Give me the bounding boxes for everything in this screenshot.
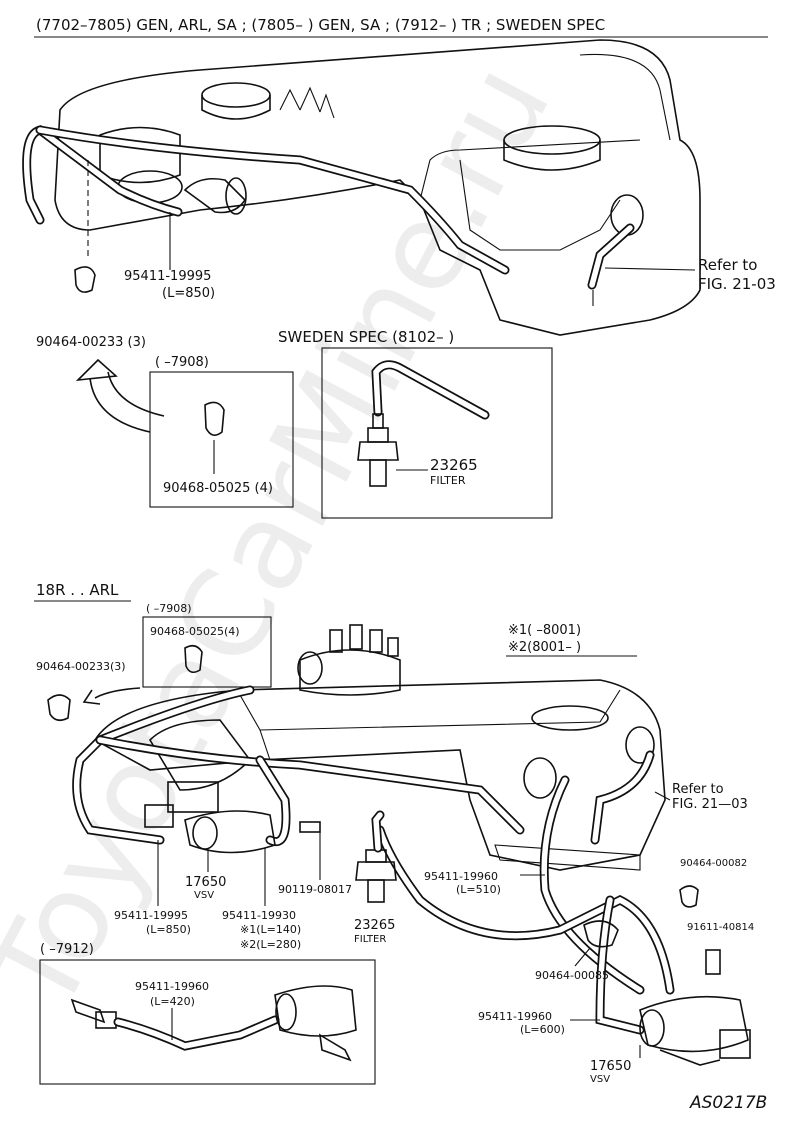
filter-part-bottom: 23265 [354,918,395,933]
box2-hose-length: (L=420) [150,995,195,1008]
hose2-part-label: 95411-19930 [222,909,296,922]
clip-illustration-1 [204,401,225,436]
hose1-length-label: (L=850) [146,923,191,936]
vsv-part-label: 17650 [185,875,226,890]
box-range-bottom: ( –7908) [146,602,192,615]
filter-label-bottom: FILTER [354,934,386,945]
sweden-title: SWEDEN SPEC (8102– ) [278,328,454,346]
bottom-engine-illustration [72,624,751,1066]
clip3-part-label: 90464-00085 [535,969,609,982]
box-part-bottom: 90468-05025(4) [150,625,240,638]
hose2-length-1: ※1(L=140) [240,923,301,936]
sweden-filter-label: FILTER [430,474,466,487]
box1-range: ( –7908) [155,355,209,370]
note-1: ※1( –8001) [508,623,581,638]
box2-illustration [70,985,357,1062]
hose3-length-label: (L=510) [456,883,501,896]
clip2-part-label: 90464-00082 [680,858,747,869]
hose4-part-label: 95411-19960 [478,1010,552,1023]
vsv-label: VSV [194,890,214,901]
clip-part-label: 90464-00233 (3) [36,335,146,350]
header-applicability: (7702–7805) GEN, ARL, SA ; (7805– ) GEN,… [36,16,605,34]
refer-figure-top: FIG. 21-03 [698,275,776,293]
section-title-18r: 18R . . ARL [36,581,119,599]
bolt2-part-label: 90119-08017 [278,883,352,896]
sweden-filter-part: 23265 [430,456,478,474]
hose4-length-label: (L=600) [520,1023,565,1036]
clip-part-bottom: 90464-00233(3) [36,660,126,673]
sweden-frame [321,347,553,519]
box2-range: ( –7912) [40,942,94,957]
hose1-part-label: 95411-19995 [114,909,188,922]
box2-hose-part: 95411-19960 [135,980,209,993]
vsv2-label: VSV [590,1074,610,1085]
clip-illustration-2 [184,644,203,674]
arrow-to-clip [94,687,141,699]
refer-text-top: Refer to [698,256,757,274]
figure-code: AS0217B [689,1093,767,1113]
top-engine-illustration [22,39,701,433]
hose3-part-label: 95411-19960 [424,870,498,883]
hose-length-label: (L=850) [162,286,215,301]
note-2: ※2(8001– ) [508,640,581,655]
refer-figure-bottom: FIG. 21—03 [672,797,748,812]
clip-illustration-3 [47,694,71,722]
hose-part-label: 95411-19995 [124,269,211,284]
box1-frame [149,371,294,508]
sweden-filter-illustration [357,360,490,487]
box2-frame [39,959,376,1085]
vsv2-part-label: 17650 [590,1059,631,1074]
box-frame-bottom [142,616,272,688]
box1-part-label: 90468-05025 (4) [163,481,273,496]
hose2-length-2: ※2(L=280) [240,938,301,951]
bolt-part-label: 91611-40814 [687,922,754,933]
refer-text-bottom: Refer to [672,782,724,797]
